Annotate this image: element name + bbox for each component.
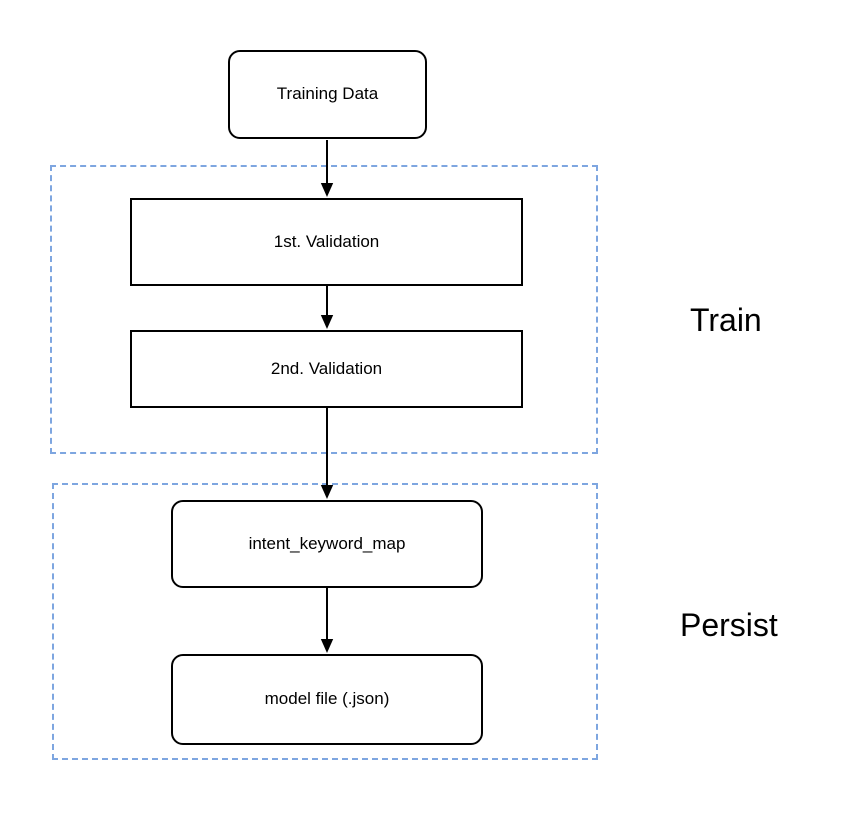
node-second-validation-label: 2nd. Validation xyxy=(270,358,383,378)
group-box-persist xyxy=(52,483,598,760)
node-model-file: model file (.json) xyxy=(171,654,483,745)
node-intent-keyword-map-label: intent_keyword_map xyxy=(248,533,406,553)
node-model-file-label: model file (.json) xyxy=(264,689,390,709)
group-label-train: Train xyxy=(690,302,762,338)
node-training-data: Training Data xyxy=(228,50,427,139)
node-first-validation-label: 1st. Validation xyxy=(273,231,380,251)
group-label-persist: Persist xyxy=(680,607,778,643)
node-intent-keyword-map: intent_keyword_map xyxy=(171,500,483,588)
group-box-train xyxy=(50,165,598,454)
node-second-validation: 2nd. Validation xyxy=(130,330,523,408)
node-training-data-label: Training Data xyxy=(276,84,379,104)
node-first-validation: 1st. Validation xyxy=(130,198,523,286)
